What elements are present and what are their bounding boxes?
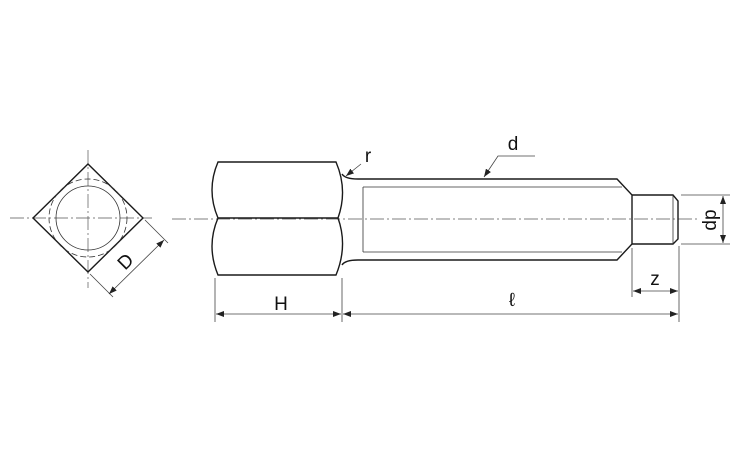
- label-D: D: [114, 250, 139, 275]
- dimension-D-line: [108, 239, 165, 295]
- square-outline: [32, 163, 144, 273]
- bore-circle: [55, 185, 121, 251]
- shaft-outline: [341, 173, 633, 266]
- extension-line: [144, 219, 169, 244]
- leader-d: [483, 155, 535, 178]
- label-H: H: [274, 294, 288, 315]
- side-view: [172, 161, 700, 276]
- label-z: z: [650, 269, 660, 290]
- end-view: D: [10, 150, 169, 298]
- thread-circle-outer: [48, 178, 128, 258]
- dimensions: H ℓ z dp d r: [214, 134, 730, 322]
- pilot-dog-point: [632, 194, 679, 245]
- label-l: ℓ: [509, 290, 515, 311]
- leader-r: [345, 163, 362, 177]
- label-dp: dp: [700, 209, 721, 230]
- hex-nut: [211, 161, 344, 276]
- label-d: d: [508, 134, 519, 155]
- label-r: r: [365, 146, 372, 167]
